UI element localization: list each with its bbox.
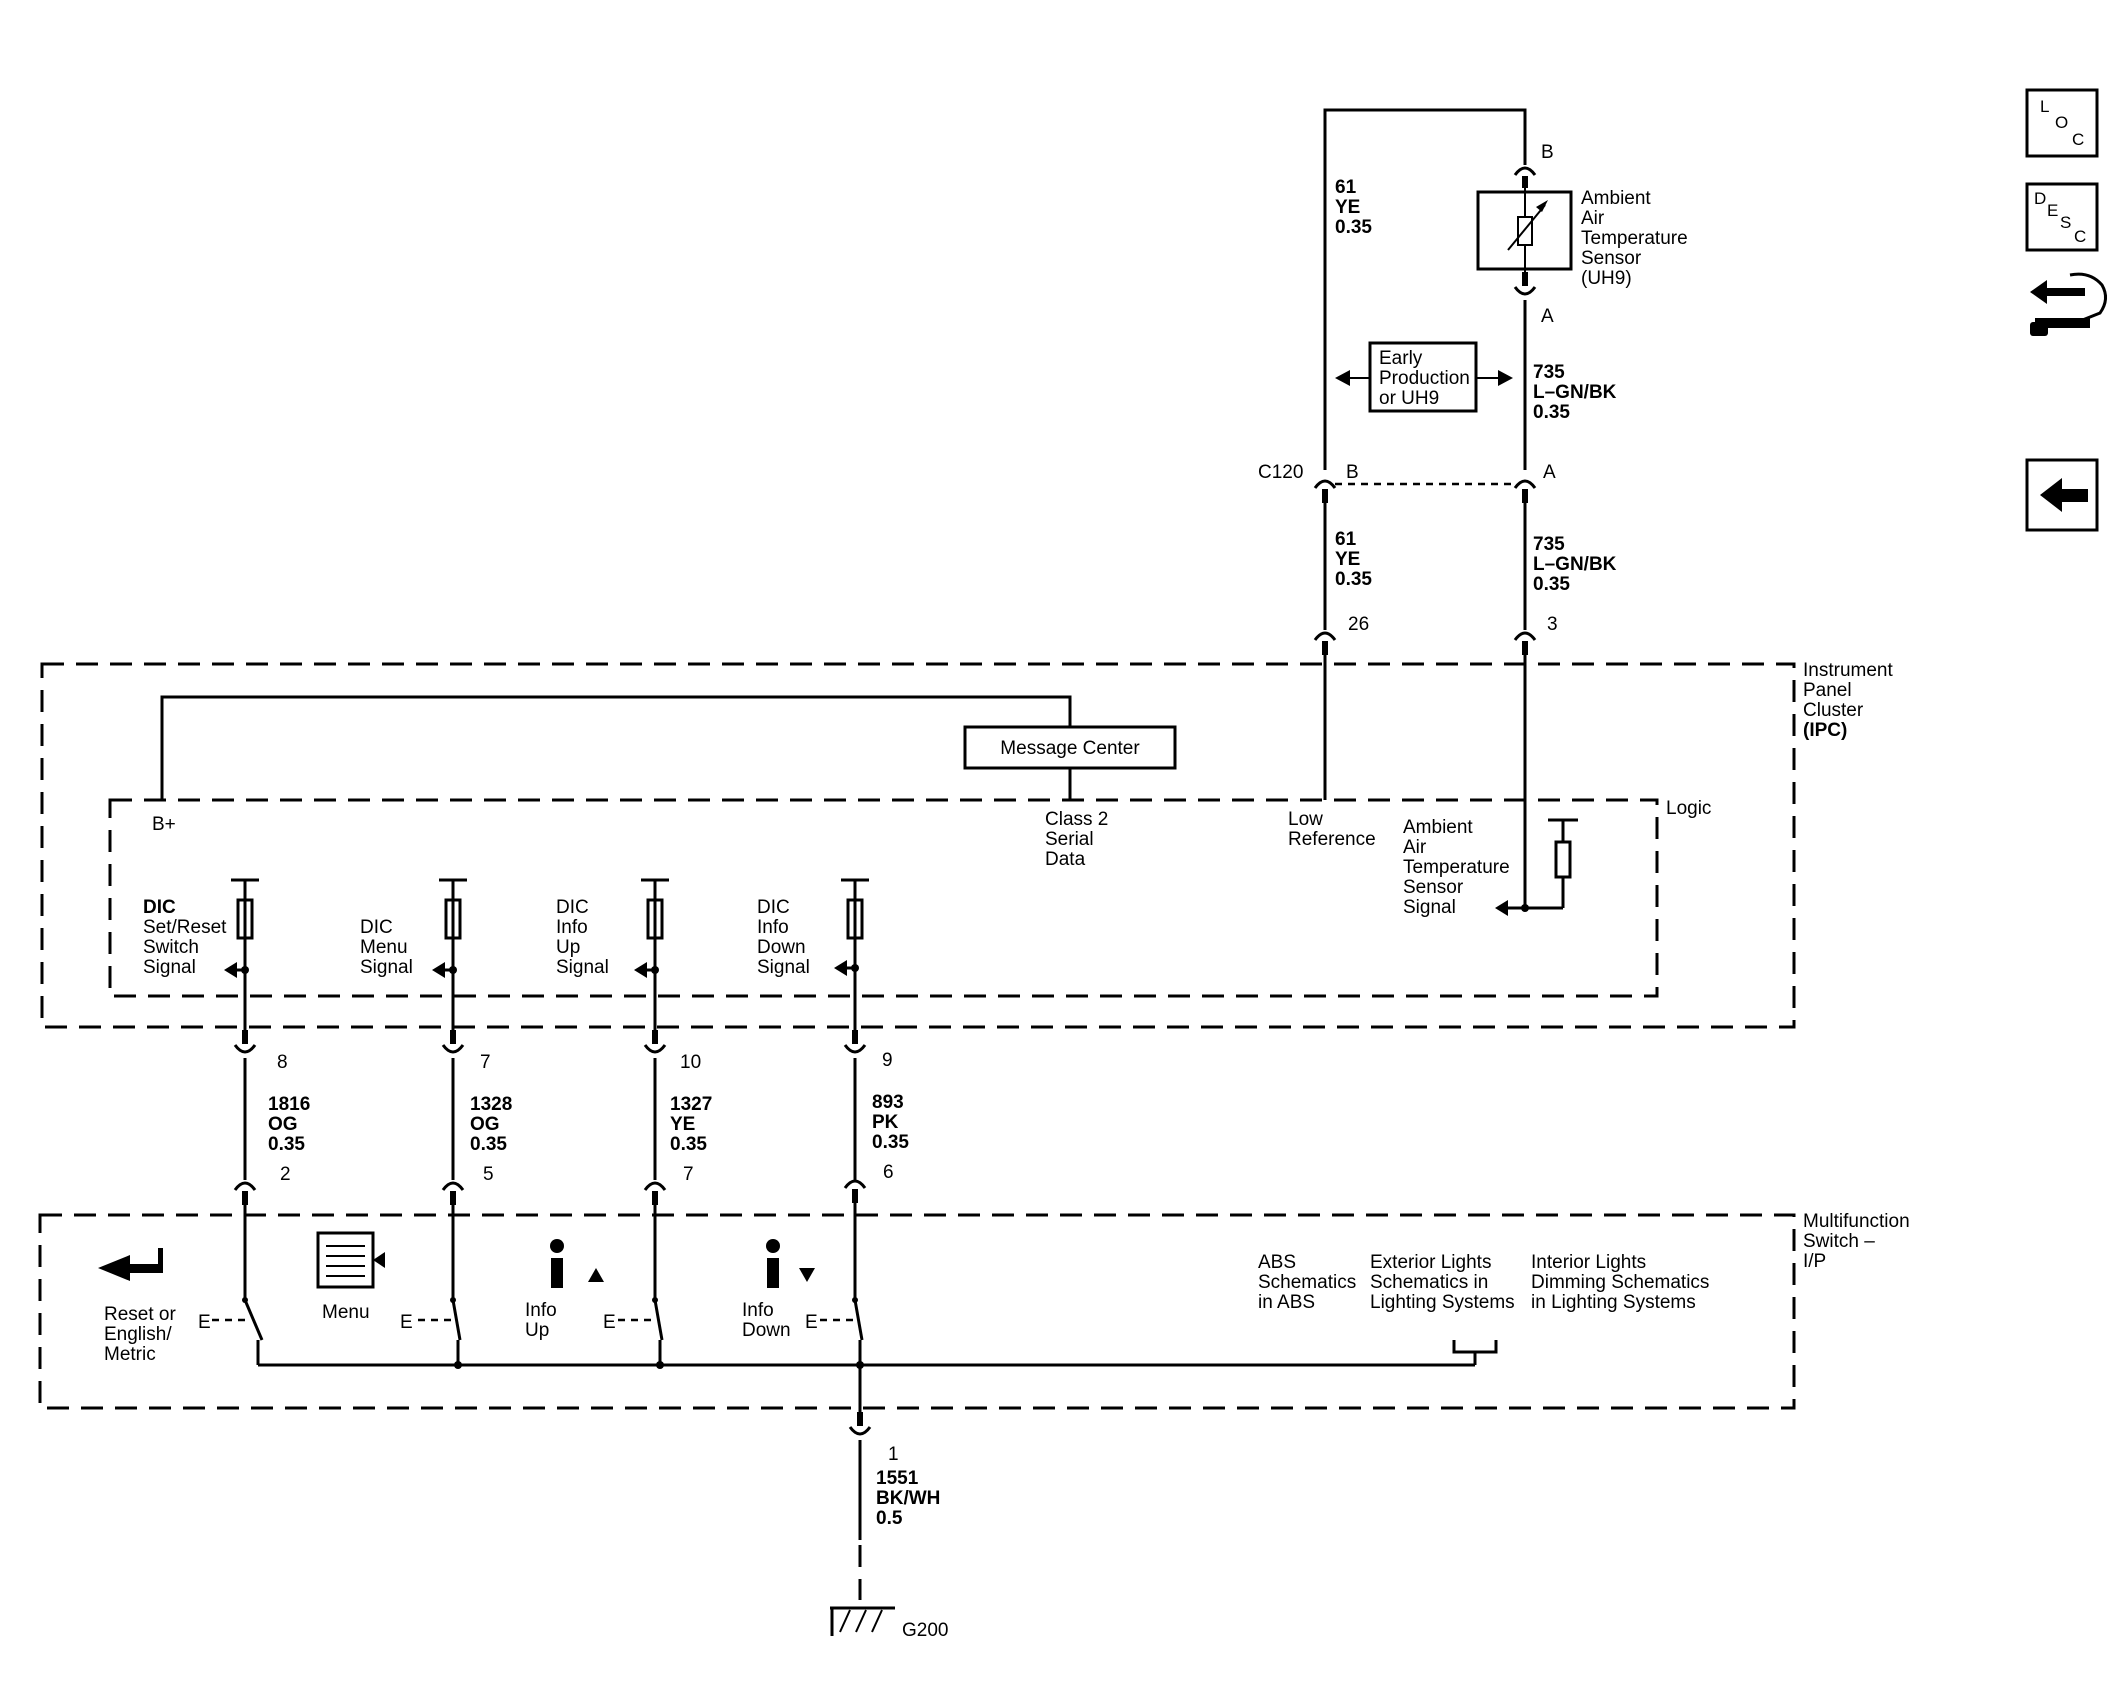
menu-switch-label: Menu: [322, 1302, 370, 1323]
interior-lights-reference: Interior Lights Dimming Schematics in Li…: [1531, 1252, 1715, 1313]
dic-set-reset-label: DIC Set/Reset Switch Signal: [143, 897, 232, 978]
ground-icon: [830, 1606, 895, 1636]
multifunction-switch-label: Multifunction Switch – I/P: [1803, 1211, 1915, 1272]
low-reference-label: Low Reference: [1288, 809, 1376, 850]
pin-c120-a: A: [1543, 462, 1556, 483]
dic-menu-label: DIC Menu Signal: [360, 917, 413, 978]
early-production-label: Early Production or UH9: [1379, 348, 1475, 409]
info-up-label: Info Up: [525, 1300, 562, 1341]
wire-1327: 1327 YE 0.35: [670, 1094, 718, 1155]
sensor-branch: B Ambient Air Temperature Sensor (UH9) A…: [1258, 108, 1693, 655]
early-production-box: [1368, 341, 1478, 413]
pin-mfs-6: 6: [883, 1162, 894, 1183]
svg-text:S: S: [2060, 213, 2071, 232]
wire-893: 893 PK 0.35: [872, 1092, 909, 1153]
pin-ipc-10: 10: [680, 1052, 701, 1073]
dic-info-up-channel: DIC Info Up Signal: [556, 878, 669, 1040]
reset-switch-label: Reset or English/ Metric: [104, 1304, 181, 1365]
svg-text:O: O: [2055, 113, 2068, 132]
info-up-actuator: E: [603, 1312, 616, 1333]
exterior-lights-reference: Exterior Lights Schematics in Lighting S…: [1370, 1252, 1515, 1313]
pin-ipc-26: 26: [1348, 614, 1369, 635]
dic-set-reset-channel: DIC Set/Reset Switch Signal: [143, 878, 259, 1040]
svg-text:C: C: [2074, 227, 2086, 246]
sensor-name: Ambient Air Temperature Sensor (UH9): [1581, 188, 1693, 289]
reset-arrow-icon: [98, 1248, 163, 1281]
info-down-actuator: E: [805, 1312, 818, 1333]
wire-735-lower: 735 L–GN/BK 0.35: [1533, 534, 1622, 595]
wire-1551: 1551 BK/WH 0.5: [876, 1468, 946, 1529]
dic-menu-channel: DIC Menu Signal: [360, 878, 467, 1040]
menu-actuator: E: [400, 1312, 413, 1333]
connector-c120: C120: [1258, 462, 1303, 483]
reset-actuator: E: [198, 1312, 211, 1333]
dic-info-down-channel: DIC Info Down Signal: [757, 878, 869, 1040]
ipc-label: Instrument Panel Cluster (IPC): [1803, 660, 1898, 741]
logic-label: Logic: [1666, 798, 1711, 819]
info-down-icon: [766, 1239, 815, 1288]
pin-sensor-b: B: [1541, 142, 1554, 163]
info-up-icon: [550, 1239, 604, 1288]
dic-info-down-label: DIC Info Down Signal: [757, 897, 811, 978]
wire-61-lower: 61 YE 0.35: [1335, 529, 1372, 590]
pin-mfs-1: 1: [888, 1444, 899, 1465]
wire-735-upper: 735 L–GN/BK 0.35: [1533, 362, 1622, 423]
bplus-label: B+: [152, 814, 176, 835]
pin-mfs-5: 5: [483, 1164, 494, 1185]
svg-text:C: C: [2072, 130, 2084, 149]
instrument-panel-cluster: Instrument Panel Cluster (IPC) Message C…: [40, 655, 1898, 1040]
svg-text:L: L: [2040, 97, 2049, 116]
svg-text:D: D: [2034, 189, 2046, 208]
info-down-label: Info Down: [742, 1300, 791, 1341]
pin-mfs-7: 7: [683, 1164, 694, 1185]
pin-ipc-7: 7: [480, 1052, 491, 1073]
pin-ipc-9: 9: [882, 1050, 893, 1071]
wire-1328: 1328 OG 0.35: [470, 1094, 518, 1155]
pin-ipc-3: 3: [1547, 614, 1558, 635]
wire-1816: 1816 OG 0.35: [268, 1094, 316, 1155]
connector-icon[interactable]: [2030, 272, 2107, 336]
dic-info-up-label: DIC Info Up Signal: [556, 897, 609, 978]
pin-sensor-a: A: [1541, 306, 1554, 327]
loc-icon[interactable]: L O C: [2025, 88, 2099, 158]
ground-label: G200: [902, 1620, 948, 1641]
back-arrow-icon[interactable]: [2025, 458, 2099, 532]
abs-reference: ABS Schematics in ABS: [1258, 1252, 1361, 1313]
class2-label: Class 2 Serial Data: [1045, 809, 1114, 870]
message-center-label: Message Center: [1000, 738, 1140, 759]
multifunction-switch: Multifunction Switch – I/P E Reset or En…: [38, 1203, 1915, 1410]
nav-panel: L O C D E S C: [2025, 88, 2107, 532]
pin-ipc-8: 8: [277, 1052, 288, 1073]
menu-icon: [316, 1231, 385, 1289]
svg-text:E: E: [2047, 201, 2058, 220]
aat-signal-label: Ambient Air Temperature Sensor Signal: [1403, 817, 1515, 918]
switch-harness: 8 7 10 9 1816 OG 0.35 1328 OG 0.35 1327 …: [233, 1030, 909, 1205]
ground-circuit: 1 1551 BK/WH 0.5 G200: [830, 1365, 948, 1641]
pin-c120-b: B: [1346, 462, 1359, 483]
pin-mfs-2: 2: [280, 1164, 291, 1185]
wire-61-upper: 61 YE 0.35: [1335, 177, 1372, 238]
desc-icon[interactable]: D E S C: [2025, 182, 2099, 252]
